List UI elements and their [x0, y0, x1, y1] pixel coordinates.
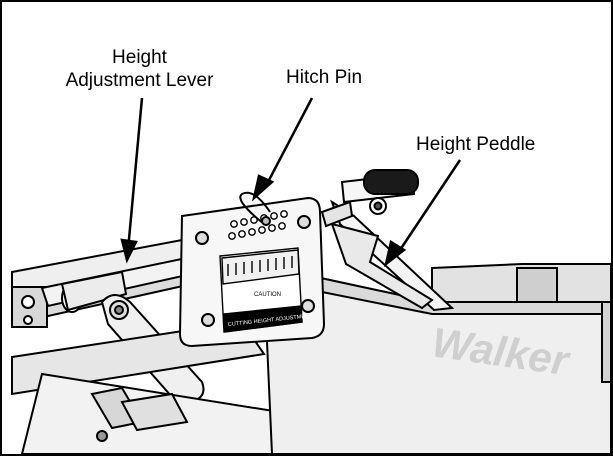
- label-height-adjustment-lever: Height Adjustment Lever: [32, 46, 247, 92]
- pin-arrowhead: [251, 174, 275, 202]
- label-lever-line2: Adjustment Lever: [65, 70, 214, 91]
- label-lever-line1: Height: [112, 47, 167, 68]
- leader-arrows: [120, 97, 462, 268]
- lever-leader-line: [126, 97, 144, 251]
- peddle-leader-line: [398, 159, 462, 251]
- peddle-arrowhead: [384, 240, 407, 268]
- decal-caution-text: CAUTION: [254, 292, 281, 298]
- mower-deck: [265, 263, 611, 454]
- cutting-height-decal: [219, 247, 303, 333]
- label-hitch-pin: Hitch Pin: [286, 67, 363, 88]
- label-height-peddle: Height Peddle: [416, 134, 536, 155]
- hitch-pin: [239, 191, 271, 226]
- lever-arrowhead: [120, 238, 138, 264]
- pin-leader-line: [266, 97, 314, 183]
